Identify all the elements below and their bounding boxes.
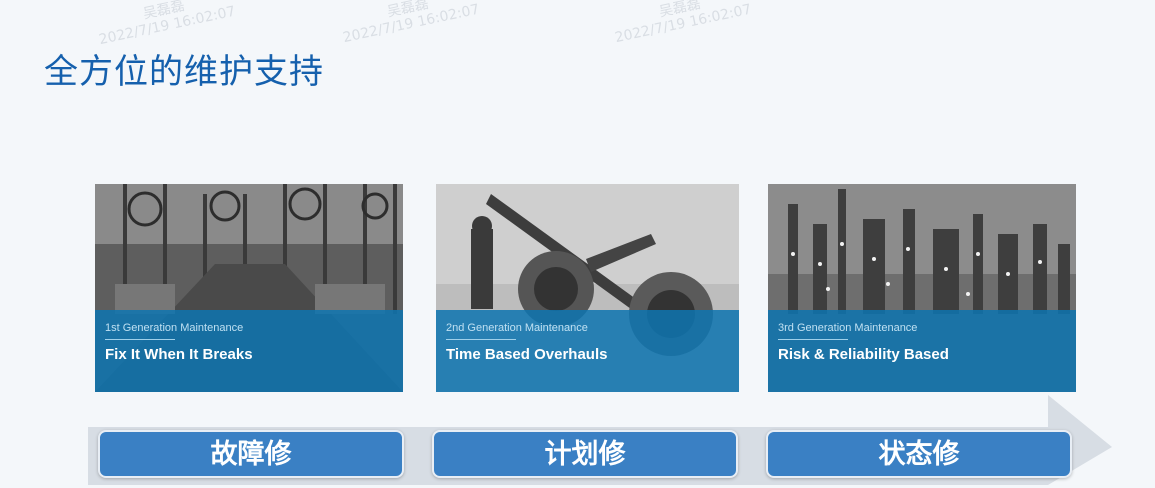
panel-subtitle: Fix It When It Breaks: [105, 346, 253, 363]
panel-second-generation: 2nd Generation Maintenance Time Based Ov…: [436, 184, 739, 392]
caption-band: [436, 310, 739, 392]
caption-band: [768, 310, 1076, 392]
label-planned-repair: 计划修: [432, 430, 738, 478]
page-title: 全方位的维护支持: [44, 52, 324, 92]
divider: [105, 339, 175, 340]
divider: [778, 339, 848, 340]
panel-first-generation: 1st Generation Maintenance Fix It When I…: [95, 184, 403, 392]
divider: [446, 339, 516, 340]
panel-third-generation: 3rd Generation Maintenance Risk & Reliab…: [768, 184, 1076, 392]
panel-subtitle: Risk & Reliability Based: [778, 346, 949, 363]
generation-label: 1st Generation Maintenance: [105, 322, 244, 334]
panel-subtitle: Time Based Overhauls: [446, 346, 608, 363]
label-condition-repair: 状态修: [766, 430, 1072, 478]
generation-label: 2nd Generation Maintenance: [446, 322, 588, 334]
caption-band: [95, 310, 403, 392]
generation-label: 3rd Generation Maintenance: [778, 322, 918, 334]
label-fault-repair: 故障修: [98, 430, 404, 478]
